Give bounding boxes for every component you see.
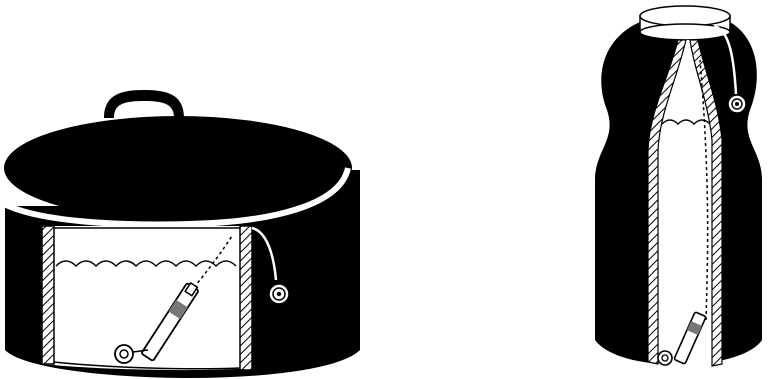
bottle-cap — [640, 6, 730, 40]
bottle-illustration — [595, 6, 762, 369]
bottle-connector-plug-icon — [728, 95, 746, 113]
bottle-probe-coil — [658, 351, 672, 365]
tank-illustration — [4, 90, 360, 378]
right-wall-hatch — [240, 226, 252, 370]
left-wall-hatch — [42, 226, 54, 364]
lid-handle — [104, 90, 184, 118]
tank-lid — [4, 116, 352, 220]
connector-plug-icon — [269, 284, 289, 304]
